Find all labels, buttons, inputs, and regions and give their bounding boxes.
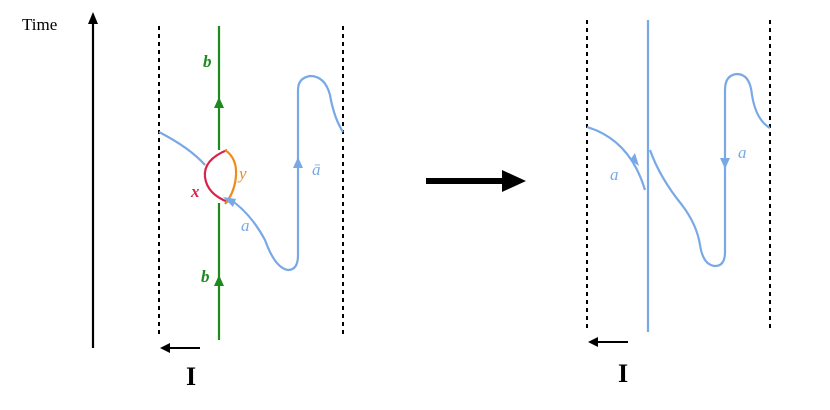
label-y: y [237,164,247,183]
label-x: x [190,182,200,201]
right-panel: a a I [586,20,771,388]
strand-b-arrow-upper [214,97,224,108]
left-panel-bottom-arrowhead [160,343,170,353]
strand-right-arrow-left [630,153,639,166]
strand-a-bar-arrow [293,157,303,168]
label-a: a [241,216,250,235]
left-panel: b b x y a ā I [158,26,344,391]
right-panel-symbol: I [618,359,628,388]
strand-right [586,20,771,332]
right-panel-bottom-arrowhead [588,337,598,347]
label-a-bar: ā [312,160,321,179]
label-a-left: a [610,165,619,184]
left-panel-symbol: I [186,362,196,391]
time-axis-arrowhead [88,12,98,24]
time-label: Time [22,15,57,34]
label-b-upper: b [203,52,212,71]
arc-x [203,148,229,204]
arc-y [224,149,238,205]
transformation-arrow [426,170,526,192]
strand-a [158,74,344,272]
strand-b-arrow-lower [214,275,224,286]
label-a-right: a [738,143,747,162]
time-axis: Time [22,12,98,348]
strand-a-arrow [223,197,236,207]
strand-right-arrow-right [720,158,730,169]
label-b-lower: b [201,267,210,286]
